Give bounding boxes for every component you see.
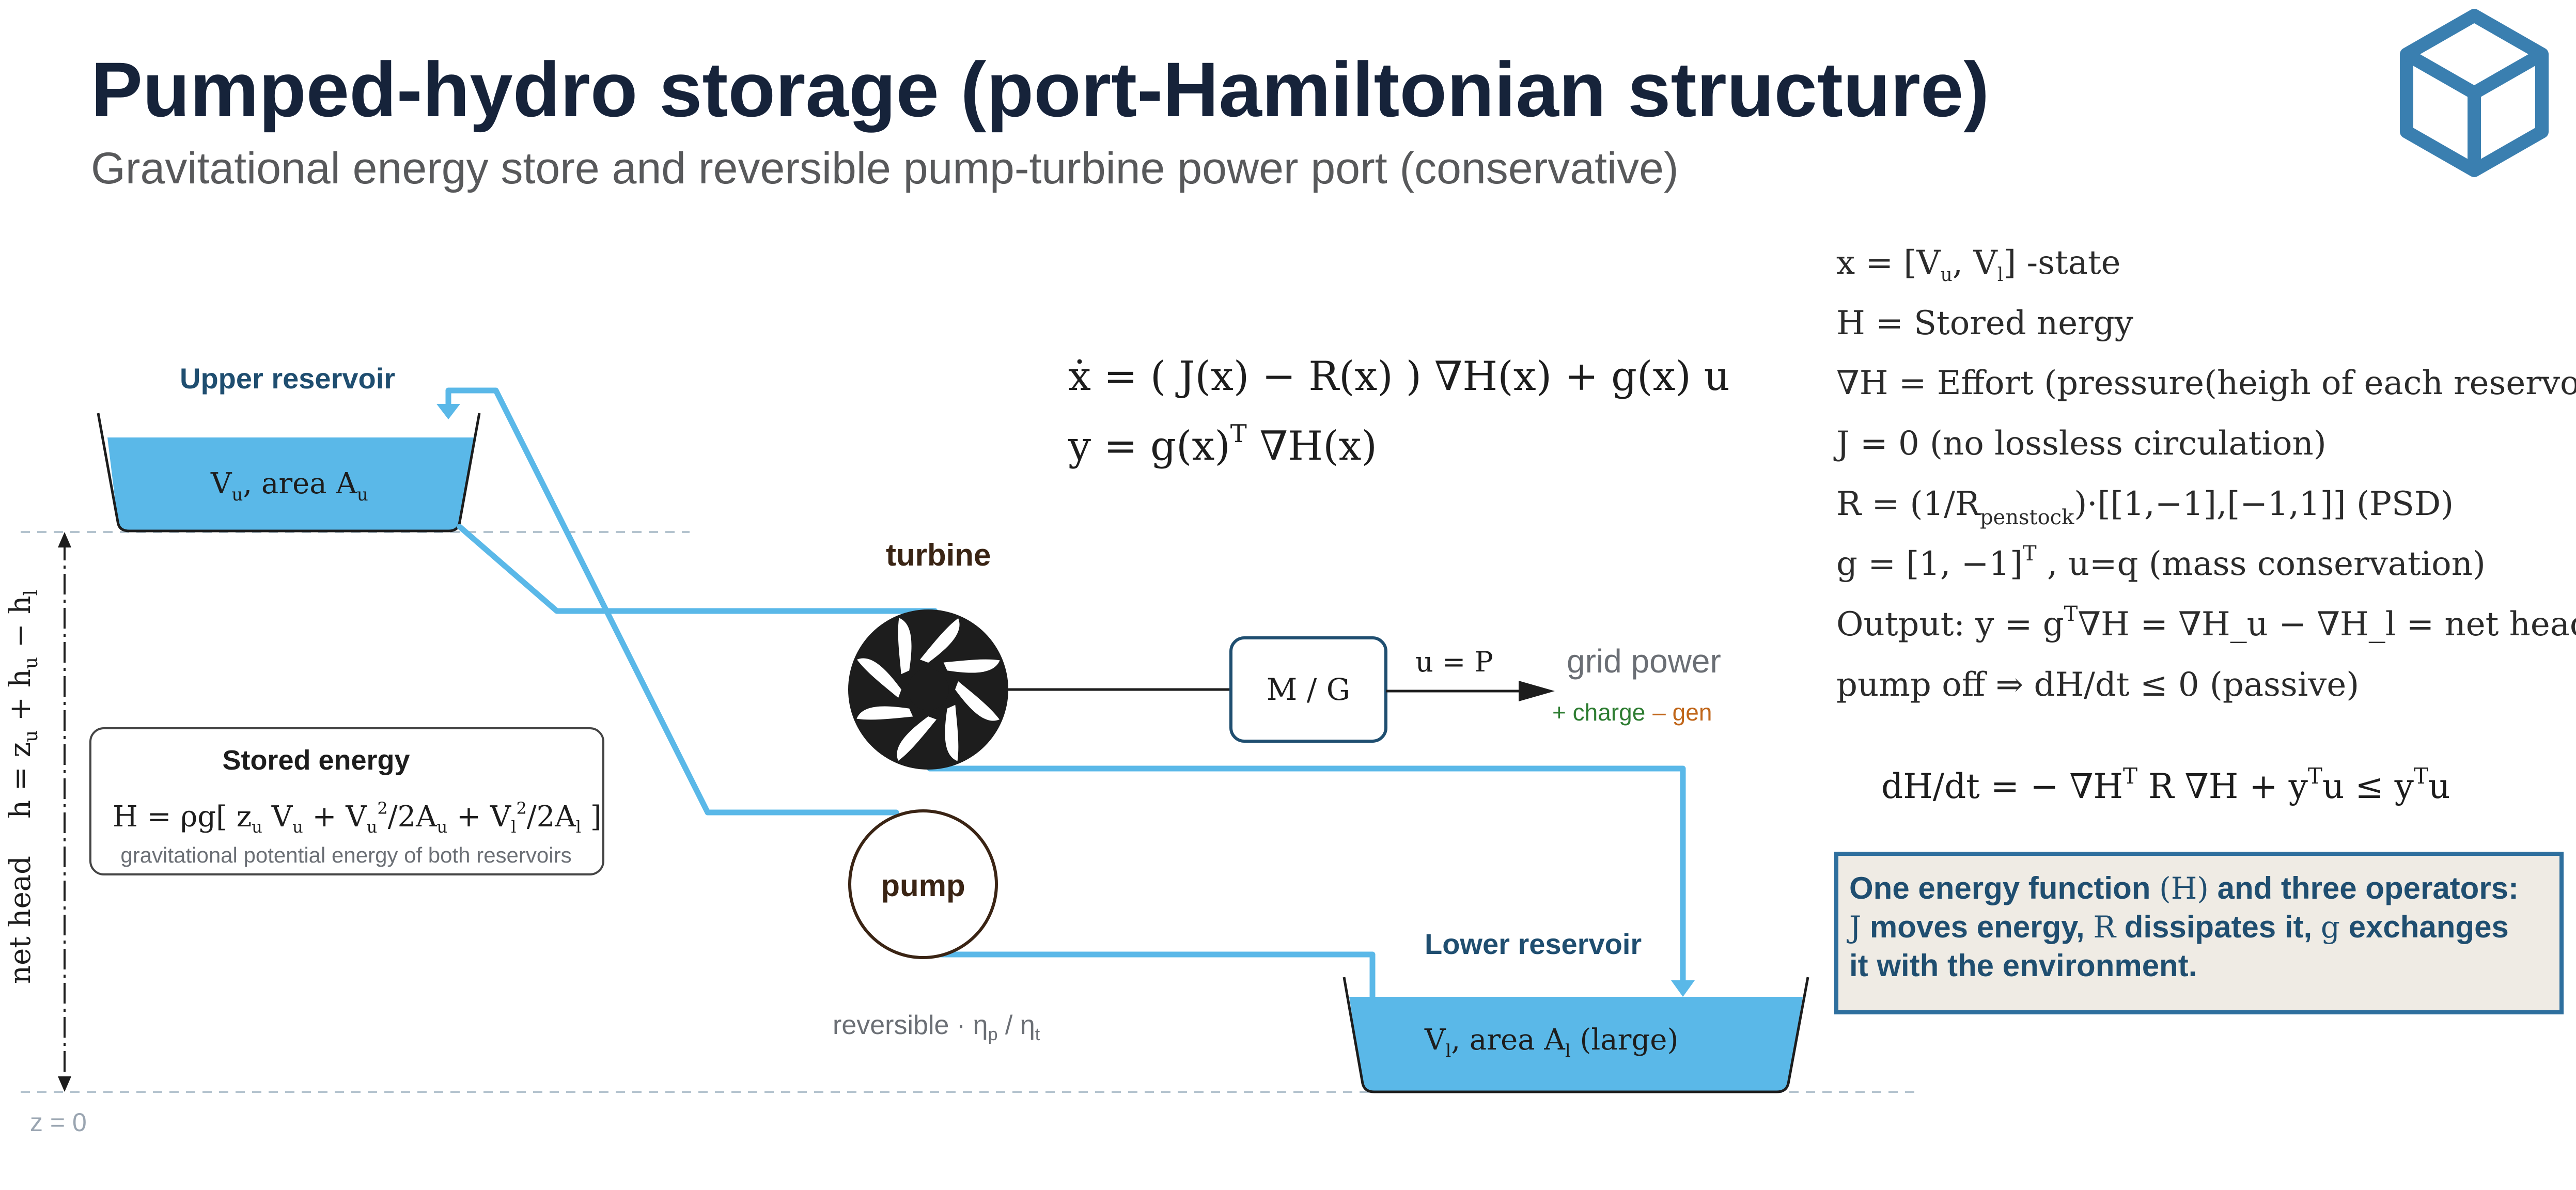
motor-generator-box: [1229, 636, 1387, 743]
svg-text:net head: net head: [4, 856, 37, 984]
pump-delivery-pipe: [445, 387, 899, 816]
callout-line-1: One energy function (H) and three operat…: [1849, 871, 2519, 906]
upper-reservoir-label: Upper reservoir: [180, 362, 395, 395]
definition-output: Output: y = gT∇H = ∇H_u − ∇H_l = net hea…: [1836, 602, 2576, 644]
turbine-blade: [945, 704, 959, 761]
definition-j: J = 0 (no lossless circulation): [1833, 425, 2327, 463]
turbine-blade: [897, 716, 936, 761]
grid-power-label: grid power: [1567, 643, 1721, 680]
definition-passivity: pump off ⇒ dH/dt ≤ 0 (passive): [1836, 666, 2359, 704]
lower-reservoir-label: Lower reservoir: [1425, 928, 1642, 960]
turbine-label: turbine: [886, 538, 991, 572]
energy-balance-inequality: dH/dt = − ∇HT R ∇H + yTu ≤ yTu: [1881, 763, 2450, 806]
stored-energy-title: Stored energy: [222, 745, 410, 776]
page-subtitle: Gravitational energy store and reversibl…: [91, 144, 1679, 193]
state-equation: ẋ = ( J(x) − R(x) ) ∇H(x) + g(x) u: [1068, 353, 1730, 400]
pump-circle: [848, 809, 998, 959]
reversible-label: reversible · ηp / ηt: [833, 1010, 1040, 1044]
svg-text:h = zu + hu − hl: h = zu + hu − hl: [4, 590, 42, 819]
turbine-blade: [898, 618, 912, 675]
upper-reservoir: Vu, area Au: [97, 413, 481, 533]
definition-g: g = [1, −1]T , u=q (mass conservation): [1836, 542, 2486, 583]
stored-energy-caption: gravitational potential energy of both r…: [120, 843, 571, 867]
pump-label: pump: [881, 868, 965, 903]
pump-suction-pipe: [929, 951, 1376, 1003]
net-head-axis: [58, 532, 71, 1092]
power-arrowhead: [1519, 681, 1555, 701]
definition-r: R = (1/Rpenstock)·[[1,−1],[−1,1]] (PSD): [1836, 485, 2454, 529]
motor-generator-label: M / G: [1267, 672, 1350, 707]
callout-line-3: it with the environment.: [1849, 948, 2197, 983]
page-title: Pumped-hydro storage (port-Hamiltonian s…: [91, 46, 1989, 133]
stored-energy-box: [89, 727, 604, 875]
callout-line-2: J moves energy, R dissipates it, g excha…: [1847, 910, 2509, 945]
turbine-blade: [920, 618, 960, 663]
summary-callout-box: [1834, 852, 2564, 1014]
definition-effort: ∇H = Effort (pressure(heigh of each rese…: [1836, 364, 2576, 402]
turbine-blade: [955, 681, 1000, 721]
head-formula-label: h = zu + hu − hl: [4, 590, 42, 819]
lower-inflow-arrowhead: [1671, 980, 1695, 997]
output-equation: y = g(x)T ∇H(x): [1068, 419, 1377, 469]
net-head-label: net head: [4, 856, 37, 984]
turbine-rotor-icon: [848, 609, 1008, 770]
cube-icon: [2400, 9, 2549, 177]
u-equals-p-label: u = P: [1415, 646, 1493, 678]
lower-reservoir-volume: Vl, area Al (large): [1424, 1023, 1678, 1061]
turbine-blade: [857, 658, 901, 698]
upper-reservoir-volume: Vu, area Au: [210, 467, 368, 505]
z0-label: z = 0: [30, 1108, 87, 1137]
penstock-pipe: [457, 524, 938, 614]
definition-hamiltonian: H = Stored nergy: [1836, 304, 2133, 342]
stored-energy-formula: H = ρg[ zu Vu + Vu2/2Au + Vl2/2Al ]: [113, 798, 602, 837]
lower-reservoir: Vl, area Al (large): [1342, 977, 1809, 1093]
turbine-blade: [943, 659, 1000, 673]
turbine-blade: [856, 706, 913, 720]
definition-state: x = [Vu, Vl] -state: [1836, 244, 2120, 286]
turbine-tailrace-pipe: [927, 765, 1686, 992]
pipes: [445, 387, 1686, 1003]
upper-inflow-arrowhead: [436, 404, 460, 419]
definitions-list: x = [Vu, Vl] -state H = Stored nergy ∇H …: [1833, 244, 2576, 704]
charge-gen-label: + charge– gen: [1552, 699, 1712, 726]
